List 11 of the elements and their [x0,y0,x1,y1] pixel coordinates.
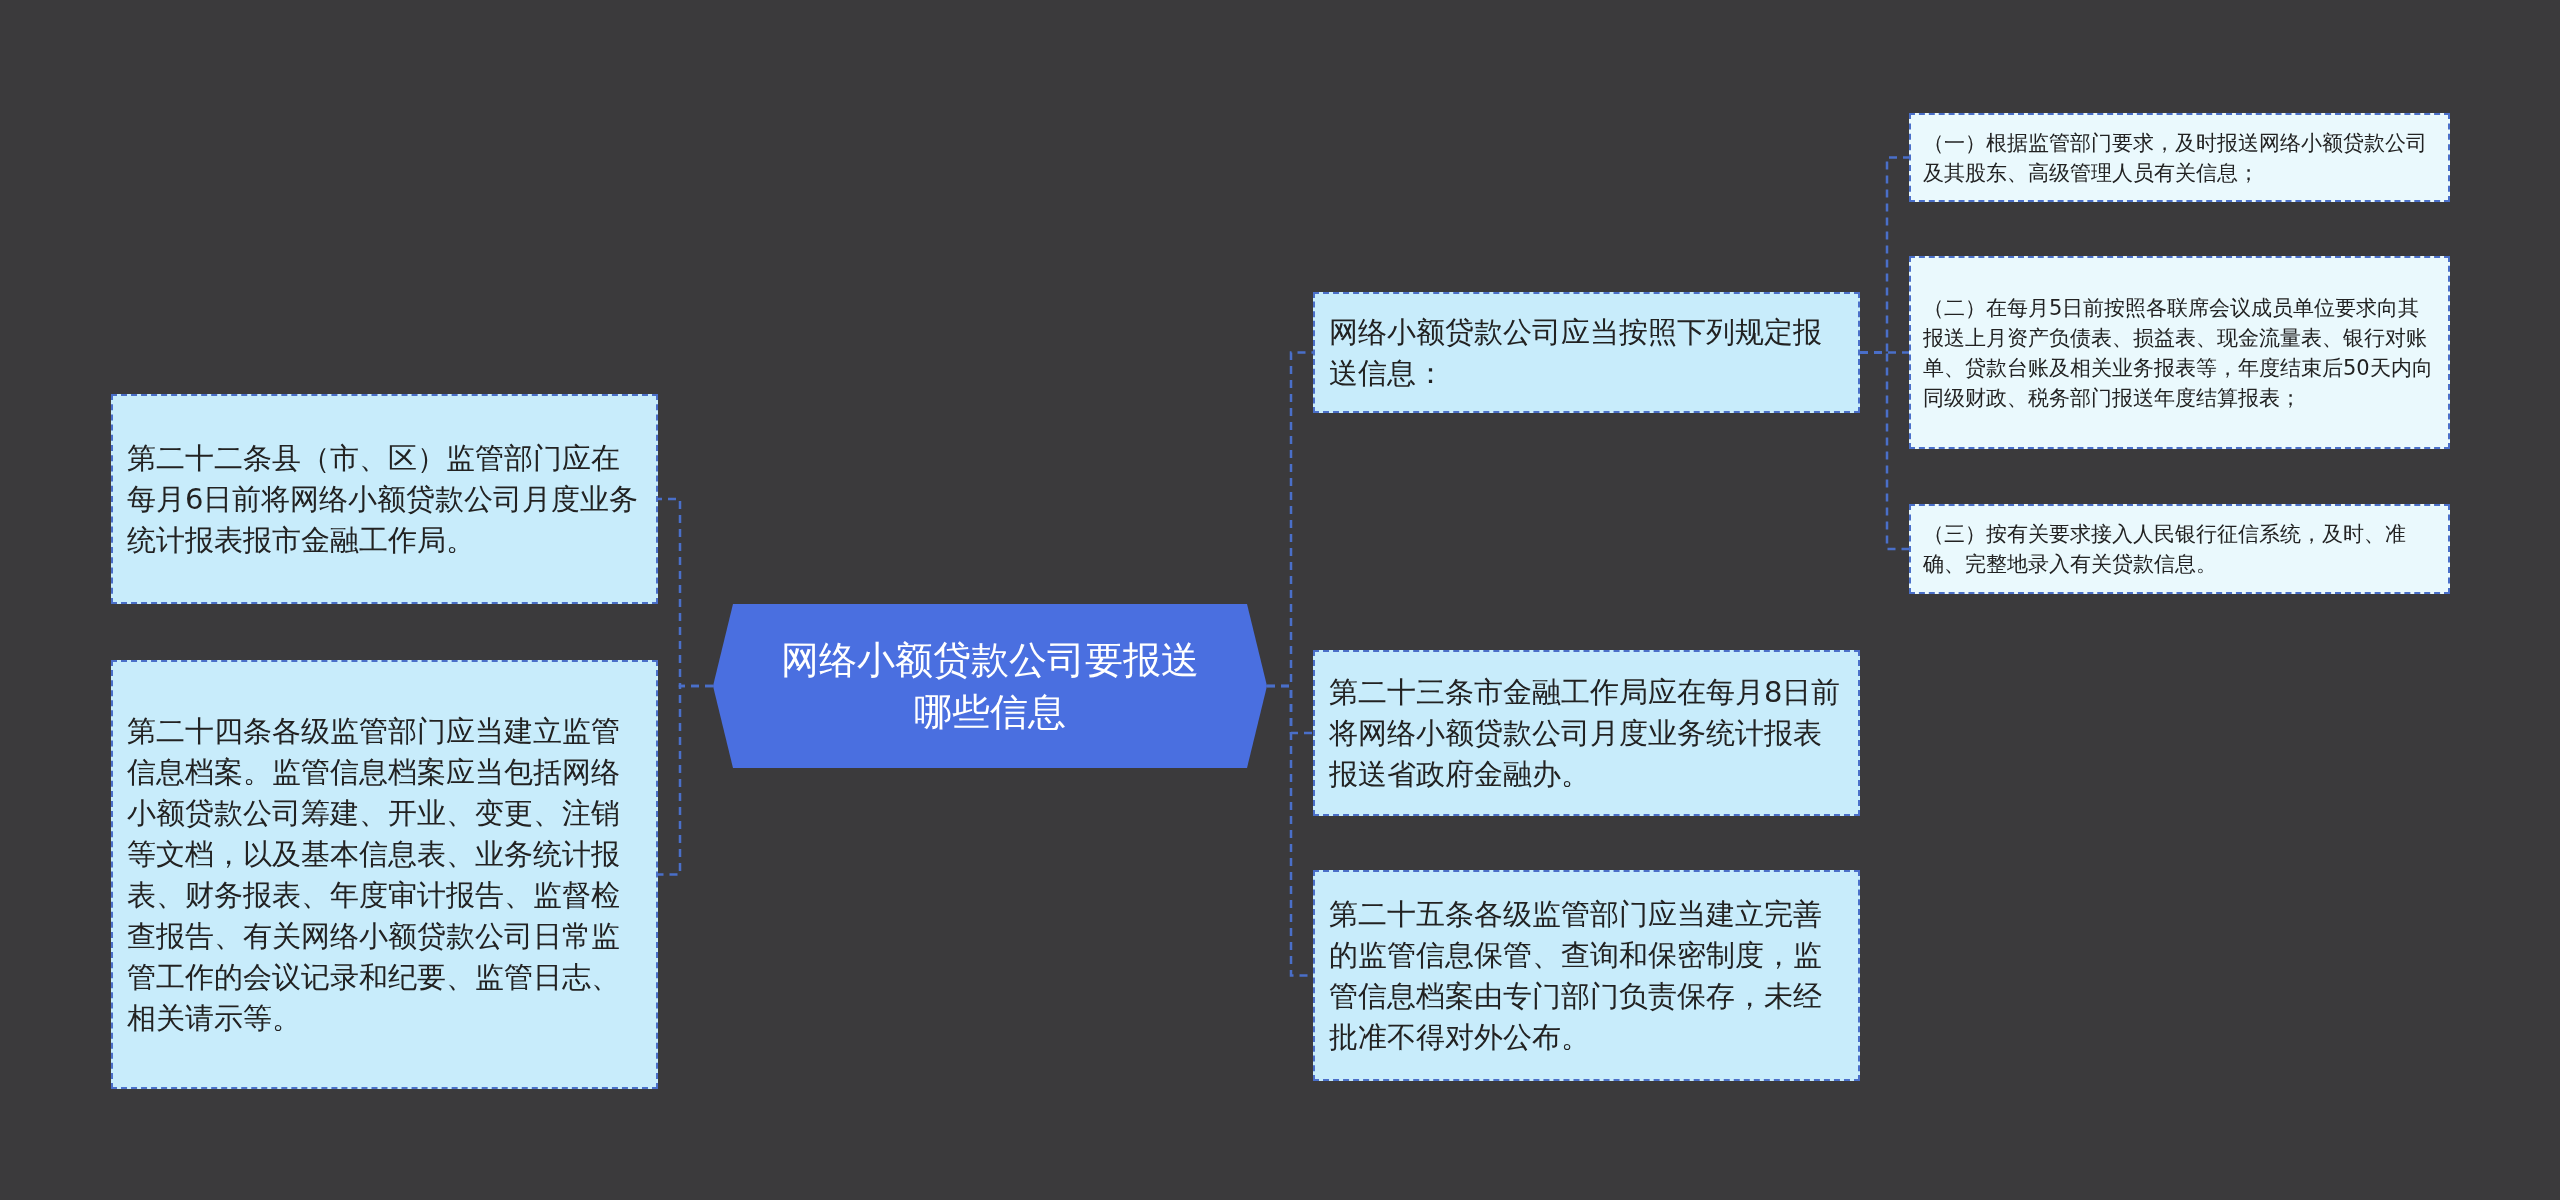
text-box: （三）按有关要求接入人民银行征信系统，及时、准确、完整地录入有关贷款信息。 [1909,504,2450,594]
connector-line [658,684,713,876]
text-box: 第二十二条县（市、区）监管部门应在每月6日前将网络小额贷款公司月度业务统计报表报市金融工作局。 [111,394,658,604]
text-box: 第二十五条各级监管部门应当建立完善的监管信息保管、查询和保密制度，监管信息档案由专门部门负责保存，未经批准不得对外公布。 [1313,870,1860,1081]
text-box: 第二十四条各级监管部门应当建立监管信息档案。监管信息档案应当包括网络小额贷款公司筹建、开业、变更、注销等文档，以及基本信息表、业务统计报表、财务报表、年度审计报告、监督检查报告、有关网络小额贷款公司日常监管工作的会议记录和纪要、监管日志、相关请示等。 [111,660,658,1089]
topic-hexagon: 网络小额贷款公司要报送哪些信息 [713,604,1267,768]
text-box: （一）根据监管部门要求，及时报送网络小额贷款公司及其股东、高级管理人员有关信息； [1909,113,2450,202]
text-box: 第二十三条市金融工作局应在每月8日前将网络小额贷款公司月度业务统计报表报送省政府金融办。 [1313,650,1860,816]
text-box: 网络小额贷款公司应当按照下列规定报送信息： [1313,292,1860,413]
connector-line [1860,351,1909,551]
text-box: （二）在每月5日前按照各联席会议成员单位要求向其报送上月资产负债表、损益表、现金流量表、银行对账单、贷款台账及相关业务报表等，年度结束后50天内向同级财政、税务部门报送年度结算报表； [1909,256,2450,449]
